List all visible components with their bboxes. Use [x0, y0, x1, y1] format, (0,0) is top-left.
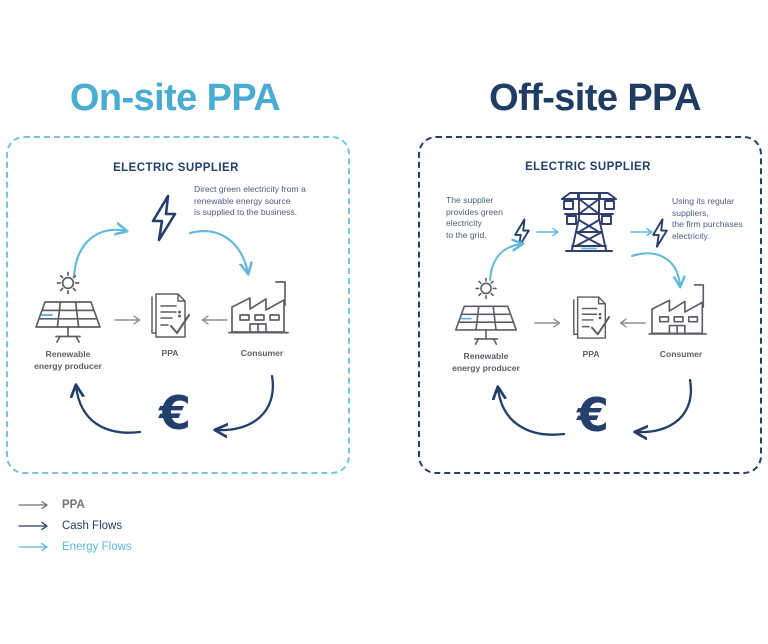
on-site-note-line-3: is supplied to the business. [194, 207, 298, 218]
legend-arrow-ppa-icon [18, 499, 52, 511]
on-site-ppa-label: PPA [161, 348, 179, 358]
label-line-1: Renewable [463, 351, 509, 361]
on-site-note-line-2: renewable energy source [194, 195, 291, 206]
legend-arrow-energy-flows-icon [18, 541, 52, 553]
transmission-tower-icon [561, 192, 617, 252]
off-site-note-left-line-2: provides green [446, 206, 503, 217]
legend-item-ppa: PPA [18, 494, 258, 515]
off-site-note-left: The supplier provides green electricity … [446, 195, 532, 241]
off-site-note-right-line-2: suppliers, [672, 207, 709, 218]
on-site-panel [6, 136, 350, 474]
off-site-note-right: Using its regular suppliers, the firm pu… [672, 196, 768, 242]
off-site-renewable-producer-node: Renewable energy producer [450, 277, 522, 374]
off-site-grid-node [552, 188, 626, 256]
on-site-consumer-to-ppa-arrow [198, 314, 228, 326]
solar-panel-icon [454, 277, 518, 345]
on-site-consumer-label: Consumer [240, 348, 284, 358]
on-site-electric-supplier-label: ELECTRIC SUPPLIER [113, 162, 239, 174]
off-site-renewable-producer-label: Renewable energy producer [450, 351, 522, 374]
off-site-ppa-node: PPA [570, 295, 612, 361]
off-site-note-right-line-4: electricity. [672, 230, 710, 241]
off-site-energy-arrow-up [486, 238, 532, 282]
legend-label-ppa: PPA [62, 498, 85, 511]
contract-document-icon [151, 293, 191, 338]
factory-icon [228, 281, 289, 334]
legend-item-cash-flows: Cash Flows [18, 515, 258, 536]
solar-panel-icon [35, 271, 101, 343]
on-site-note-line-1: Direct green electricity from a [194, 184, 306, 194]
off-site-lightning-bolt-right-icon [650, 218, 670, 248]
off-site-producer-to-ppa-arrow [534, 317, 564, 329]
off-site-bolt-to-grid-arrow [536, 226, 562, 238]
off-site-ppa-title: Off-site PPA [489, 77, 701, 119]
off-site-electric-supplier-label: ELECTRIC SUPPLIER [525, 161, 651, 173]
on-site-producer-to-ppa-arrow [114, 314, 144, 326]
off-site-consumer-node: Consumer [648, 283, 714, 361]
on-site-cash-flow-arrows [66, 374, 286, 452]
off-site-note-left-line-3: electricity [446, 218, 482, 229]
off-site-note-right-line-1: Using its regular [672, 196, 735, 206]
on-site-lightning-bolt-icon [148, 194, 180, 242]
legend-item-energy-flows: Energy Flows [18, 536, 258, 557]
off-site-note-left-line-4: to the grid. [446, 229, 487, 240]
off-site-euro-symbol: € [576, 388, 609, 442]
on-site-consumer-node: Consumer [228, 280, 296, 360]
off-site-cash-flow-arrows [486, 378, 704, 454]
legend-arrow-cash-flows-icon [18, 520, 52, 532]
on-site-ppa-node: PPA [148, 292, 192, 360]
off-site-energy-arrow-down [630, 248, 686, 292]
legend: PPA Cash Flows Energy Flows [18, 494, 258, 557]
legend-label-cash-flows: Cash Flows [62, 519, 123, 532]
off-site-note-right-line-3: the firm purchases [672, 219, 743, 230]
on-site-energy-flow-arrows [70, 215, 285, 285]
on-site-renewable-producer-node: Renewable energy producer [30, 271, 106, 372]
label-line-2: energy producer [452, 362, 520, 373]
off-site-note-left-line-1: The supplier [446, 195, 494, 205]
off-site-consumer-to-ppa-arrow [616, 317, 646, 329]
legend-label-energy-flows: Energy Flows [62, 540, 132, 553]
contract-document-icon [573, 296, 611, 339]
factory-icon [648, 284, 707, 335]
off-site-ppa-label: PPA [582, 349, 600, 359]
on-site-ppa-title: On-site PPA [69, 77, 281, 119]
label-line-1: Renewable [45, 349, 91, 359]
on-site-note-text: Direct green electricity from a renewabl… [194, 184, 344, 219]
off-site-panel [418, 136, 762, 474]
off-site-consumer-label: Consumer [659, 349, 703, 359]
off-site-grid-to-bolt-arrow [630, 226, 656, 238]
label-line-2: energy producer [34, 360, 102, 371]
on-site-renewable-producer-label: Renewable energy producer [30, 349, 106, 372]
on-site-euro-symbol: € [158, 386, 191, 440]
